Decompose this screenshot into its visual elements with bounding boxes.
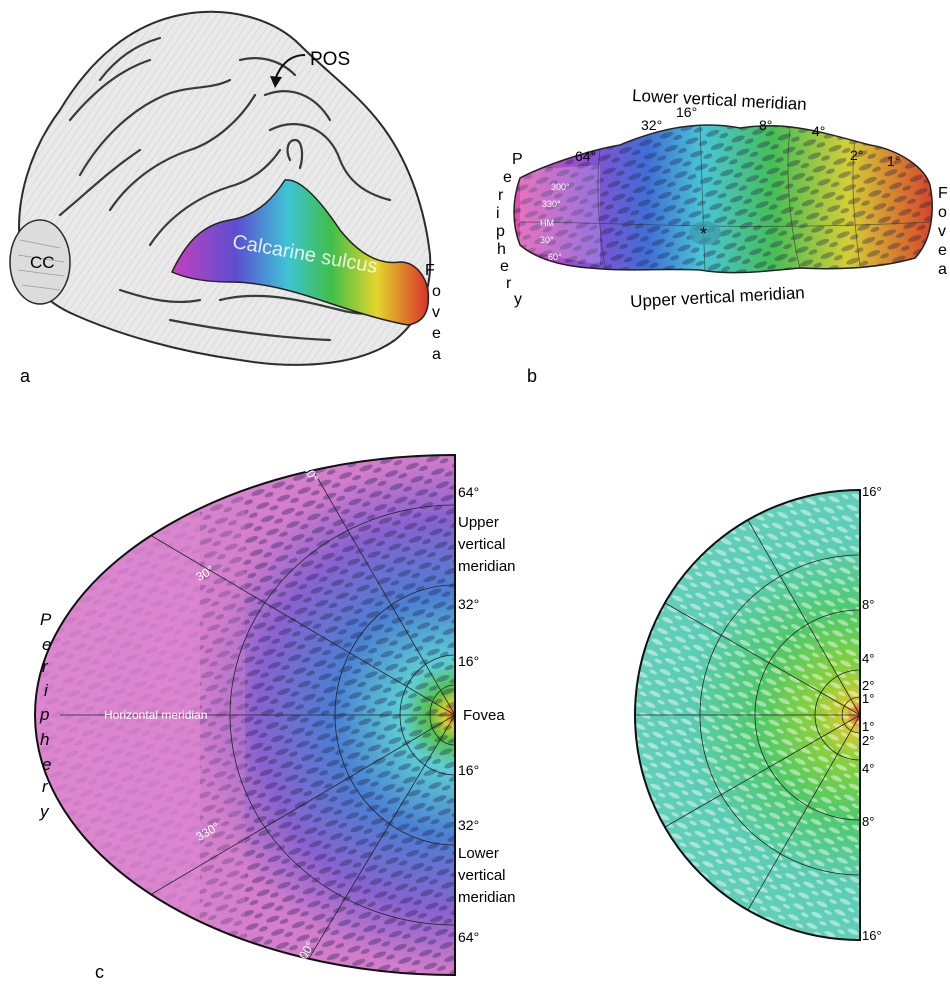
svg-text:vertical: vertical — [458, 867, 506, 884]
svg-text:y: y — [39, 802, 50, 821]
svg-text:e: e — [938, 242, 947, 259]
svg-text:Lower: Lower — [458, 845, 499, 862]
svg-text:16°: 16° — [862, 928, 882, 943]
svg-text:e: e — [42, 635, 51, 654]
svg-text:v: v — [938, 223, 946, 240]
pos-label: POS — [310, 49, 350, 70]
svg-text:2°: 2° — [862, 678, 874, 693]
fovea-vertical-label: F o v e a — [425, 262, 441, 363]
svg-text:meridian: meridian — [458, 889, 516, 906]
svg-text:16°: 16° — [862, 484, 882, 499]
svg-text:o: o — [432, 283, 441, 300]
svg-text:64°: 64° — [575, 148, 596, 164]
hemifield-outline — [34, 453, 456, 977]
svg-text:a: a — [938, 261, 947, 278]
asterisk: * — [700, 224, 707, 244]
svg-text:h: h — [40, 730, 49, 749]
svg-text:330°: 330° — [542, 199, 561, 209]
svg-text:8°: 8° — [862, 597, 874, 612]
flatmap-fovea-label: F o v e a — [938, 185, 948, 278]
svg-text:P: P — [40, 610, 52, 629]
svg-text:16°: 16° — [676, 104, 697, 120]
svg-text:P: P — [512, 151, 523, 168]
svg-text:HM: HM — [540, 218, 554, 228]
flatmap-angle-labels: 300° 330° HM 30° 60° — [540, 182, 570, 262]
svg-text:F: F — [425, 262, 435, 279]
svg-text:8°: 8° — [759, 117, 772, 133]
svg-text:a: a — [432, 346, 441, 363]
central-hemifield-map: 16° 8° 4° 2° 1° 1° 2° 4° 8° 16° — [634, 484, 882, 943]
svg-text:Upper: Upper — [458, 514, 499, 531]
svg-text:64°: 64° — [458, 929, 479, 945]
hemifield-periphery-label: P e r i p h e r y — [39, 610, 52, 821]
svg-text:meridian: meridian — [458, 558, 516, 575]
svg-text:r: r — [42, 657, 49, 676]
panel-b-letter: b — [527, 366, 537, 386]
svg-text:1°: 1° — [862, 719, 874, 734]
svg-text:r: r — [498, 187, 504, 204]
svg-text:1°: 1° — [887, 153, 900, 169]
svg-text:2°: 2° — [850, 147, 863, 163]
lower-vm-text: Lower vertical meridian — [458, 845, 516, 906]
hemifield-ecc-labels: 64° 32° 16° 16° 32° 64° — [458, 484, 479, 945]
svg-text:e: e — [42, 755, 51, 774]
svg-text:16°: 16° — [458, 653, 479, 669]
panel-c-letter: c — [95, 962, 104, 982]
svg-text:4°: 4° — [862, 651, 874, 666]
svg-text:32°: 32° — [641, 117, 662, 133]
svg-text:30°: 30° — [540, 235, 554, 245]
svg-text:300°: 300° — [551, 182, 570, 192]
flatmap-ecc-labels: 64° 32° 16° 8° 4° 2° 1° — [575, 104, 900, 169]
svg-text:8°: 8° — [862, 814, 874, 829]
svg-text:32°: 32° — [458, 817, 479, 833]
svg-text:p: p — [496, 223, 505, 240]
svg-text:v: v — [432, 304, 440, 321]
svg-text:e: e — [500, 258, 509, 275]
flatmap-periphery-label: P e r i p h e r y — [496, 151, 523, 308]
fovea-label: Fovea — [463, 707, 505, 724]
svg-text:2°: 2° — [862, 733, 874, 748]
svg-text:32°: 32° — [458, 596, 479, 612]
upper-vm-label: Upper vertical meridian — [630, 283, 806, 311]
svg-text:60°: 60° — [548, 252, 562, 262]
central-hemifield-outline — [634, 488, 861, 942]
svg-text:64°: 64° — [458, 484, 479, 500]
svg-text:r: r — [42, 777, 49, 796]
svg-text:o: o — [938, 204, 947, 221]
cc-label: CC — [30, 253, 55, 272]
svg-text:1°: 1° — [862, 691, 874, 706]
lower-vm-label: Lower vertical meridian — [632, 86, 808, 114]
hm-label: Horizontal meridian — [104, 708, 207, 722]
svg-text:e: e — [503, 169, 512, 186]
svg-text:vertical: vertical — [458, 536, 506, 553]
svg-text:y: y — [514, 291, 522, 308]
svg-text:h: h — [497, 241, 506, 258]
svg-text:i: i — [44, 681, 49, 700]
pos-arrow — [274, 54, 306, 81]
central-ecc-labels: 16° 8° 4° 2° 1° 1° 2° 4° 8° 16° — [862, 484, 882, 943]
svg-text:e: e — [432, 325, 441, 342]
flattened-map: * Lower vertical meridian Upper vertical… — [496, 86, 948, 386]
svg-text:16°: 16° — [458, 762, 479, 778]
svg-text:F: F — [938, 185, 948, 202]
upper-vm-text: Upper vertical meridian — [458, 514, 516, 575]
svg-text:4°: 4° — [812, 123, 825, 139]
panel-a-letter: a — [20, 366, 31, 386]
svg-text:4°: 4° — [862, 761, 874, 776]
hemifield-map: Horizontal meridian 60° 30° 330° 300° P … — [34, 453, 516, 982]
brain-illustration: Calcarine sulcus CC POS F o v e a a — [9, 10, 441, 386]
svg-text:i: i — [496, 205, 500, 222]
calcarine-sulcus-region — [170, 179, 430, 326]
svg-text:p: p — [39, 705, 49, 724]
svg-text:r: r — [506, 275, 512, 292]
